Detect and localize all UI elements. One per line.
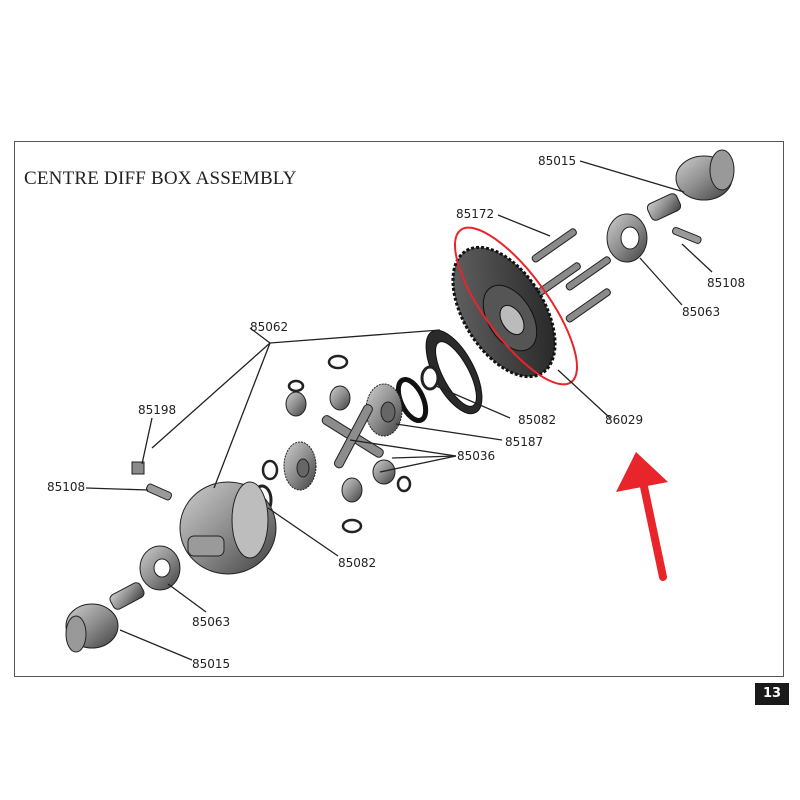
label-86029: 86029 bbox=[605, 413, 643, 427]
label-85063-right: 85063 bbox=[682, 305, 720, 319]
label-85015-bottom: 85015 bbox=[192, 657, 230, 671]
spider-gears bbox=[285, 385, 396, 503]
block-85198 bbox=[131, 461, 145, 475]
pin-left bbox=[145, 483, 173, 501]
label-85015-top: 85015 bbox=[538, 154, 576, 168]
diff-case bbox=[179, 481, 277, 575]
diagram-frame bbox=[14, 141, 784, 677]
outdrive-bottom bbox=[65, 582, 145, 653]
outdrive-top bbox=[646, 149, 735, 221]
label-85063-left: 85063 bbox=[192, 615, 230, 629]
pin-right bbox=[671, 227, 702, 244]
label-85082-top: 85082 bbox=[518, 413, 556, 427]
bearing-left bbox=[139, 545, 181, 591]
red-arrow-icon bbox=[616, 452, 668, 581]
label-85172: 85172 bbox=[456, 207, 494, 221]
cross-shafts bbox=[321, 404, 384, 469]
label-85062: 85062 bbox=[250, 320, 288, 334]
label-85108-left: 85108 bbox=[47, 480, 85, 494]
washer-top bbox=[420, 365, 440, 391]
page-number-badge: 13 bbox=[755, 683, 789, 705]
label-85036: 85036 bbox=[457, 449, 495, 463]
bearing-right bbox=[606, 213, 648, 263]
page-title: CENTRE DIFF BOX ASSEMBLY bbox=[24, 168, 297, 189]
label-85108-right: 85108 bbox=[707, 276, 745, 290]
leader-lines bbox=[85, 160, 713, 661]
bevel-gear-large bbox=[365, 383, 403, 437]
label-85187: 85187 bbox=[505, 435, 543, 449]
bevel-gear-lower bbox=[283, 441, 317, 491]
label-85082-bottom: 85082 bbox=[338, 556, 376, 570]
label-85198: 85198 bbox=[138, 403, 176, 417]
small-washers bbox=[261, 354, 412, 534]
